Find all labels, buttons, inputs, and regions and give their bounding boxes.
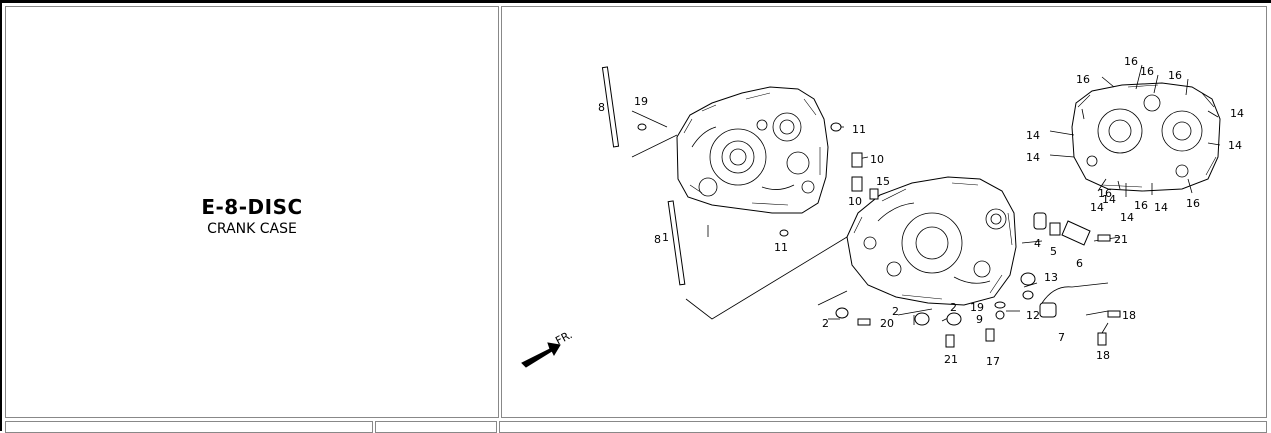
callout: 10 <box>870 153 884 166</box>
callout: 2 <box>822 317 829 330</box>
callout: 16 <box>1168 69 1182 82</box>
callout: 18 <box>1122 309 1136 322</box>
callout: 1 <box>662 231 669 244</box>
front-direction-arrow: FR. <box>521 328 574 368</box>
callout: 20 <box>880 317 894 330</box>
table-header-cell <box>375 421 497 433</box>
table-header-cell <box>5 421 373 433</box>
callout: 8 <box>654 233 661 246</box>
callout: 11 <box>774 241 788 254</box>
stud-bolts <box>601 66 686 286</box>
diagram-code: E-8-DISC <box>201 195 303 219</box>
diagram-name: CRANK CASE <box>207 221 297 237</box>
callout: 14 <box>1228 139 1242 152</box>
diagram-cell: FR. 1 2 2 2 4 5 6 7 8 8 9 10 10 11 11 12… <box>501 6 1267 418</box>
callout: 14 <box>1154 201 1168 214</box>
callout: 2 <box>950 301 957 314</box>
callout-numbers: 1 2 2 2 4 5 6 7 8 8 9 10 10 11 11 12 13 … <box>598 55 1244 368</box>
callout: 10 <box>848 195 862 208</box>
callout: 2 <box>892 305 899 318</box>
callout: 17 <box>986 355 1000 368</box>
callout: 5 <box>1050 245 1057 258</box>
callout: 14 <box>1026 151 1040 164</box>
callout: 11 <box>852 123 866 136</box>
callout: 15 <box>876 175 890 188</box>
crankcase-exploded-diagram: FR. 1 2 2 2 4 5 6 7 8 8 9 10 10 11 11 12… <box>521 55 1244 368</box>
callout: 4 <box>1034 237 1041 250</box>
left-crankcase-half <box>676 86 829 214</box>
callout: 16 <box>1124 55 1138 68</box>
hardware-parts <box>637 122 1121 348</box>
right-crankcase-half <box>846 176 1017 306</box>
callout: 6 <box>1076 257 1083 270</box>
callout: 16 <box>1076 73 1090 86</box>
callout: 14 <box>1102 193 1116 206</box>
callout: 19 <box>634 95 648 108</box>
callout: 14 <box>1026 129 1040 142</box>
crankcase-mating-face <box>1071 82 1221 192</box>
callout: 8 <box>598 101 605 114</box>
callout: 12 <box>1026 309 1040 322</box>
callout: 14 <box>1090 201 1104 214</box>
callout: 14 <box>1230 107 1244 120</box>
callout: 14 <box>1120 211 1134 224</box>
callout: 16 <box>1140 65 1154 78</box>
callout: 7 <box>1058 331 1065 344</box>
callout: 13 <box>1044 271 1058 284</box>
callout: 19 <box>970 301 984 314</box>
callout: 21 <box>1114 233 1128 246</box>
title-cell: E-8-DISC CRANK CASE <box>5 6 499 418</box>
table-header-cell <box>499 421 1267 433</box>
callout: 16 <box>1134 199 1148 212</box>
callout: 9 <box>976 313 983 326</box>
callout: 16 <box>1098 187 1112 200</box>
callout: 18 <box>1096 349 1110 362</box>
callout: 16 <box>1186 197 1200 210</box>
callout: 21 <box>944 353 958 366</box>
